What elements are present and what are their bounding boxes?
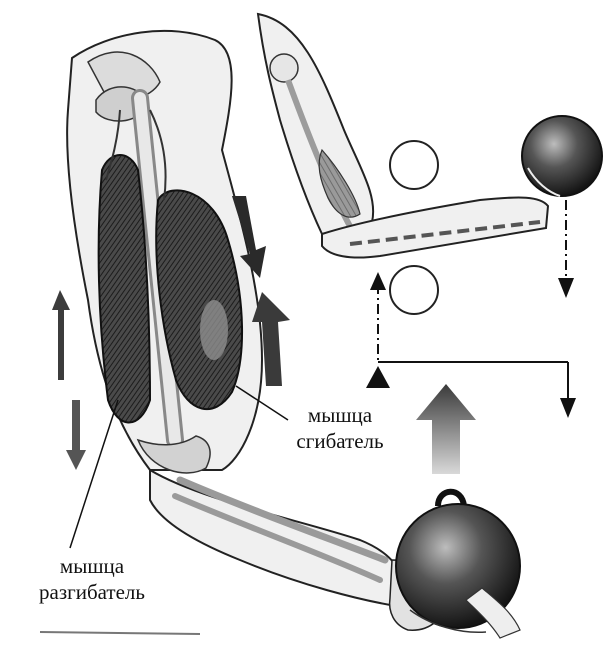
arrow-down-icon — [66, 400, 86, 470]
arrow-down-icon — [558, 278, 574, 298]
bottom-rule — [40, 632, 200, 634]
load-arrow — [558, 200, 574, 298]
ball-weight-icon — [522, 116, 602, 196]
extensor-label-line1: мышца — [22, 553, 162, 579]
pivot-triangle-icon — [366, 366, 390, 388]
big-upward-arrow — [416, 384, 476, 474]
arrow-down-icon — [560, 398, 576, 418]
flexor-label-line1: мышца — [282, 402, 398, 428]
flexor-label-line2: сгибатель — [282, 428, 398, 454]
extensor-label-line2: разгибатель — [22, 579, 162, 605]
large-arm — [67, 31, 448, 630]
flexor-highlight — [200, 300, 228, 360]
arrow-up-icon — [52, 290, 70, 380]
small-arm — [258, 14, 548, 314]
circle-icon — [390, 141, 438, 189]
arrow-up-icon — [416, 384, 476, 474]
flexor-label: мышца сгибатель — [282, 402, 398, 454]
small-shoulder-joint — [270, 54, 298, 82]
circle-icon — [390, 266, 438, 314]
left-extensor-arrows — [52, 290, 86, 470]
extensor-label: мышца разгибатель — [22, 553, 162, 605]
arrow-up-icon — [370, 272, 386, 290]
